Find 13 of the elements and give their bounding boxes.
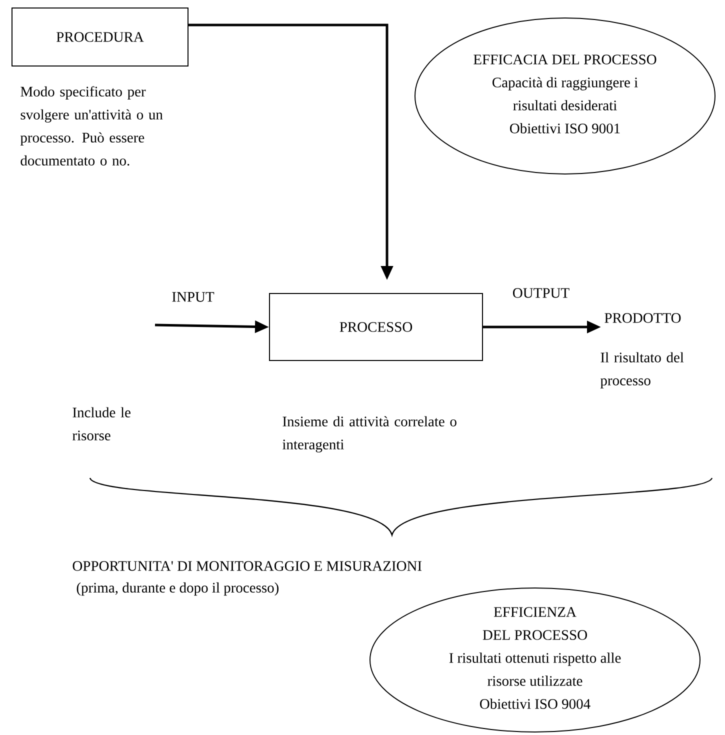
note-text: Include le risorse bbox=[72, 407, 130, 440]
description-text: Insieme di attività correlate o interagenti bbox=[282, 416, 456, 452]
description-text: Il risultato del processo bbox=[600, 352, 684, 388]
note-text: (prima, durante e dopo il processo) bbox=[76, 582, 279, 596]
node-text: PRODOTTO bbox=[604, 313, 681, 323]
note-text: OPPORTUNITA' DI MONITORAGGIO E MISURAZIONI bbox=[72, 561, 422, 571]
description-text: Modo specificato per svolgere un'attività o un processo. Può essere documentato o no. bbox=[20, 86, 163, 166]
process-box: PROCESSO bbox=[269, 293, 483, 361]
ellipse-node: EFFICACIA DEL PROCESSO Capacità di raggiungere i risultati desiderati Obiettivi ISO 9001 bbox=[414, 18, 716, 174]
edge-label: INPUT bbox=[170, 291, 216, 303]
ellipse-node: EFFICIENZA DEL PROCESSO I risultati ottenuti rispetto alle risorse utilizzate Obiettivi ISO 9004 bbox=[370, 588, 700, 732]
edge-label: OUTPUT bbox=[511, 287, 571, 299]
process-box: PROCEDURA bbox=[12, 8, 188, 66]
